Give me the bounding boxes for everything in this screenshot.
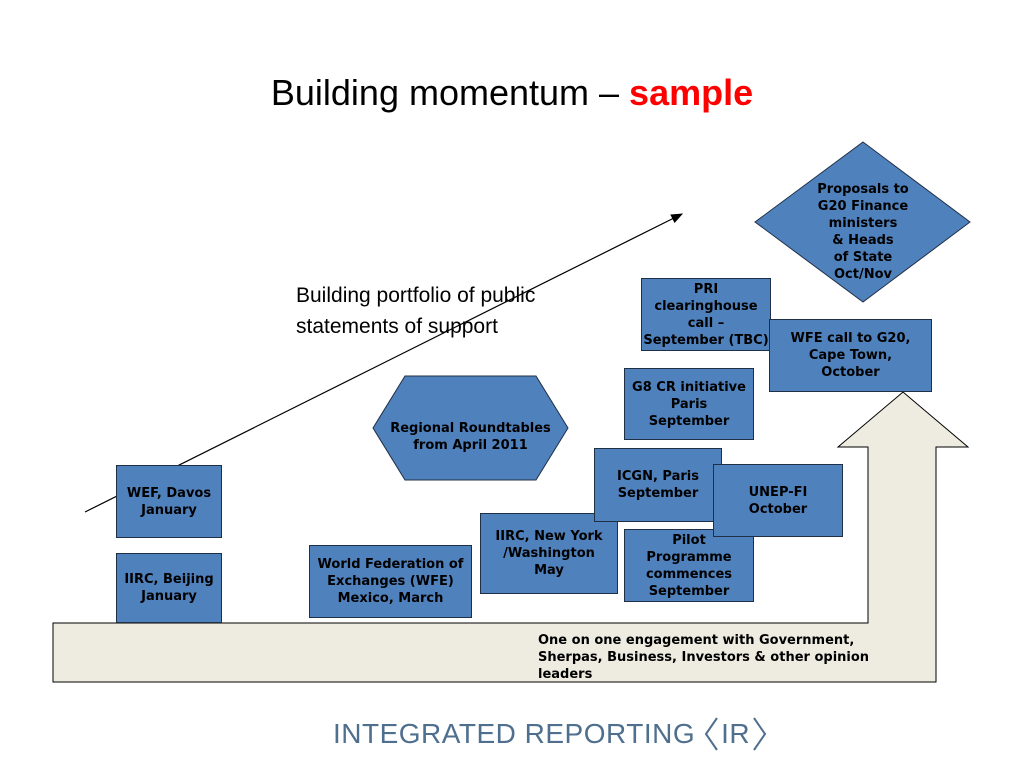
engagement-arrow [52, 391, 970, 683]
title-accent: sample [629, 72, 754, 113]
box-iirc-new-york: IIRC, New York /Washington May [480, 513, 618, 594]
box-wfe-g20: WFE call to G20, Cape Town, October [769, 319, 932, 392]
ir-mark: IR [703, 716, 768, 752]
engagement-label: One on one engagement with Government, S… [538, 633, 870, 682]
chevron-right-icon [753, 717, 767, 751]
box-g8-cr: G8 CR initiative Paris September [624, 368, 754, 440]
box-wfe-mexico: World Federation of Exchanges (WFE) Mexi… [309, 545, 472, 618]
roundtables-hexagon [372, 375, 569, 481]
box-icgn-paris: ICGN, Paris September [594, 448, 722, 522]
slide-title: Building momentum – sample [0, 72, 1024, 114]
hexagon-label: Regional Roundtables from April 2011 [390, 421, 551, 453]
box-iirc-beijing: IIRC, Beijing January [116, 553, 222, 623]
diamond-label: Proposals to G20 Finance ministers & Hea… [817, 182, 909, 282]
momentum-arrow-line [84, 213, 684, 513]
logo-mark: IR [721, 718, 751, 749]
box-pri-clearinghouse: PRI clearinghouse call – September (TBC) [641, 278, 771, 351]
g20-proposals-diamond [754, 141, 971, 303]
integrated-reporting-logo: INTEGRATED REPORTING IR [333, 712, 768, 756]
box-wef-davos: WEF, Davos January [116, 465, 222, 538]
title-main: Building momentum – [270, 72, 630, 113]
box-unep-fi: UNEP-FI October [713, 464, 843, 537]
box-pilot-programme: Pilot Programme commences September [624, 529, 754, 602]
chevron-left-icon [704, 717, 718, 751]
portfolio-label: Building portfolio of public statements … [296, 284, 536, 338]
logo-text: INTEGRATED REPORTING [333, 718, 696, 749]
